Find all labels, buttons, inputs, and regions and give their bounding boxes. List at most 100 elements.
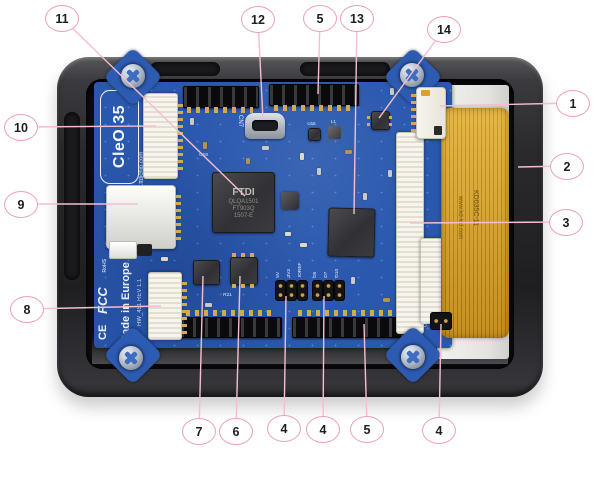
header-pins	[274, 105, 354, 111]
power-jumper	[276, 281, 285, 300]
passive-component	[262, 146, 269, 150]
ce-mark: CE	[97, 324, 109, 340]
passive-component	[190, 118, 194, 125]
passive-component	[390, 88, 394, 95]
passive-component	[300, 243, 307, 247]
fcc-mark: FCC	[95, 287, 110, 314]
kapton-tape	[421, 90, 430, 96]
callout-number: 9	[17, 197, 25, 212]
passive-component	[161, 257, 168, 261]
chip-pins	[367, 113, 370, 126]
callout-4-digital: 4	[306, 416, 340, 443]
callout-13: 13	[340, 5, 374, 32]
callout-number: 11	[55, 11, 69, 26]
c18-ref-label: C18	[199, 152, 208, 158]
microsd-slot	[106, 185, 176, 249]
callout-8: 8	[10, 296, 44, 323]
callout-number: 10	[14, 120, 28, 135]
mounting-screw	[119, 346, 143, 370]
crystal-y2	[281, 192, 299, 210]
passive-component	[246, 158, 250, 164]
digital-jumper	[324, 281, 333, 300]
chip-pins	[232, 284, 254, 288]
jumper-label-5v: 5V	[275, 271, 281, 278]
mounting-screw	[401, 345, 425, 369]
mounting-screw	[400, 63, 424, 87]
callout-number: 5	[363, 422, 371, 437]
pin-header-top-right	[269, 84, 359, 106]
hw-revision-text: HW_451 REV 1.1	[137, 278, 143, 326]
l1-inductor	[328, 126, 341, 139]
callout-number: 4	[435, 423, 443, 438]
callout-number: 2	[563, 159, 571, 174]
bezel-top-notch	[300, 62, 390, 76]
digital-jumper	[335, 281, 344, 300]
chip-pins	[389, 113, 392, 126]
jumper-label-d5: D5	[312, 271, 318, 278]
r21-ref-label: R21	[223, 292, 232, 298]
passive-component	[285, 232, 291, 236]
passive-component	[388, 170, 392, 177]
cleo-logo-text: CleO 35	[110, 105, 128, 169]
microsd-spring-notch	[137, 244, 152, 256]
passive-component	[203, 142, 207, 149]
chip-line1-text: QLQA1501	[228, 198, 259, 205]
callout-number: 6	[232, 424, 240, 439]
l1-ref-label: L1	[330, 119, 336, 125]
connector-pins	[176, 192, 181, 240]
u15-regulator	[308, 128, 321, 141]
mounting-screw	[121, 64, 145, 88]
bezel-top-notch	[150, 62, 220, 76]
passive-component	[351, 277, 355, 284]
jumper-label-ioref: IOREF	[297, 262, 303, 278]
callout-11: 11	[45, 5, 79, 32]
power-jumper	[287, 281, 296, 300]
callout-9: 9	[4, 191, 38, 218]
callout-number: 13	[350, 11, 364, 26]
jumper-label-d10: D10	[334, 268, 340, 278]
callout-number: 5	[316, 11, 324, 26]
passive-component	[363, 193, 367, 200]
callout-5-top: 5	[303, 5, 337, 32]
jumper-label-d7: D7	[323, 271, 329, 278]
callout-4-power: 4	[267, 415, 301, 442]
passive-component	[317, 168, 321, 175]
digital-jumper	[313, 281, 322, 300]
connector-pins	[178, 100, 183, 170]
header-pins	[187, 107, 253, 113]
callout-number: 4	[280, 421, 288, 436]
bezel-left-slot	[64, 112, 80, 280]
pin-header-bottom-left	[180, 317, 282, 338]
callout-number: 14	[437, 22, 451, 37]
cn12-jumper	[431, 313, 451, 329]
power-jumper	[298, 281, 307, 300]
callout-number: 12	[251, 12, 265, 27]
callout-number: 1	[569, 96, 577, 111]
ftdi-mcu-chip: FTDI QLQA1501 FT903Q 1507-E	[212, 172, 275, 233]
chip-pins	[232, 253, 254, 257]
jumper-label-3v3: 3V3	[286, 269, 292, 278]
usb-ref-label: CN7	[237, 115, 243, 128]
passive-component	[205, 303, 212, 307]
chip-line2-text: FT903Q	[232, 205, 255, 212]
flex-model-text: KD035C-11	[472, 190, 479, 227]
graphics-chip	[327, 207, 376, 258]
callout-14: 14	[427, 16, 461, 43]
connector-pins	[182, 278, 187, 334]
soic8-amplifier-chip	[371, 111, 390, 130]
header-pins	[298, 310, 406, 316]
callout-5-bottom: 5	[350, 416, 384, 443]
header-pins	[186, 310, 274, 316]
callout-10: 10	[4, 114, 38, 141]
qfn-chip-bottom	[193, 260, 220, 285]
callout-7: 7	[182, 418, 216, 445]
microsd-card-tab	[109, 241, 137, 259]
micro-usb-opening	[252, 120, 278, 131]
callout-number: 3	[562, 215, 570, 230]
pin-header-top-left	[183, 86, 259, 108]
u15-ref-label: U15	[307, 121, 316, 127]
callout-2: 2	[550, 153, 584, 180]
chip-line3-text: 1507-E	[233, 212, 254, 219]
connector-pins	[411, 94, 416, 132]
